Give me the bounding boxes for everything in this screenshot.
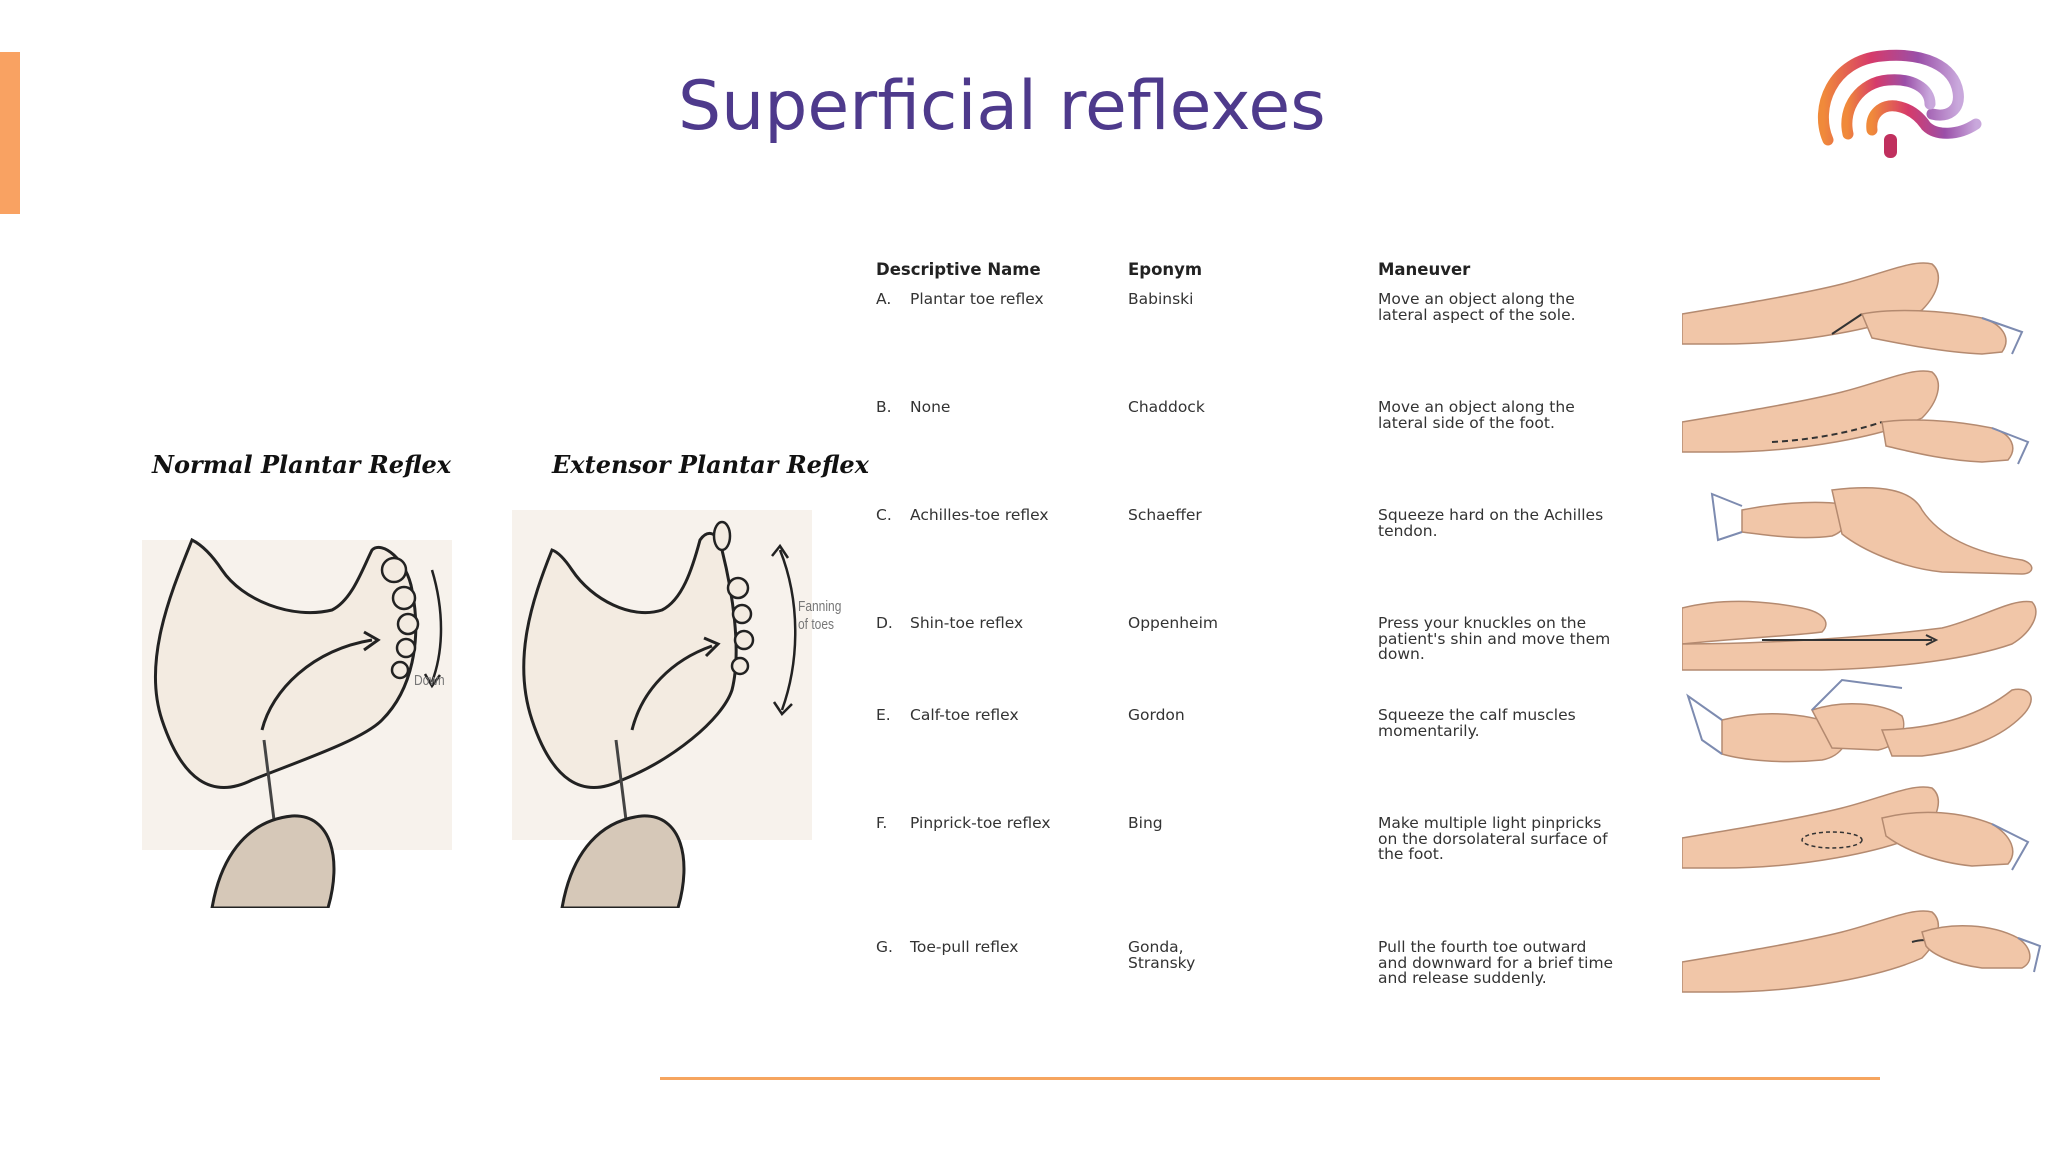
row-maneuver: Make multiple light pinpricks on the dor… <box>1378 814 1608 863</box>
table-row: A. Plantar toe reflex Babinski Move an o… <box>862 262 2042 392</box>
row-letter: G. <box>876 938 893 956</box>
row-eponym: Gonda, Stransky <box>1128 938 1196 972</box>
row-eponym: Oppenheim <box>1128 614 1219 632</box>
gordon-maneuver-illustration <box>1686 678 2032 763</box>
superficial-reflex-table: Descriptive Name Eponym Maneuver A. Plan… <box>862 248 2042 1038</box>
babinski-maneuver-illustration <box>1682 262 2024 355</box>
row-maneuver: Squeeze the calf muscles momentarily. <box>1378 706 1576 740</box>
plantar-reflex-figure: Normal Plantar Reflex Extensor Plantar R… <box>132 420 869 908</box>
row-letter: F. <box>876 814 888 832</box>
row-descriptive-name: Pinprick-toe reflex <box>910 814 1051 832</box>
extensor-plantar-reflex-title: Extensor Plantar Reflex <box>552 450 869 479</box>
header-eponym: Eponym <box>1128 260 1203 279</box>
brand-logo <box>1808 48 1984 164</box>
slide-title: Superficial reflexes <box>678 67 1326 146</box>
row-letter: D. <box>876 614 893 632</box>
row-letter: A. <box>876 290 892 308</box>
table-row: G. Toe-pull reflex Gonda, Stransky Pull … <box>862 910 2042 1040</box>
header-maneuver: Maneuver <box>1378 260 1471 279</box>
row-eponym: Chaddock <box>1128 398 1205 416</box>
row-maneuver: Press your knuckles on the patient's shi… <box>1378 614 1611 663</box>
bottom-divider <box>660 1077 1880 1080</box>
row-descriptive-name: Calf-toe reflex <box>910 706 1019 724</box>
row-eponym: Babinski <box>1128 290 1194 308</box>
down-label: Down <box>414 672 445 689</box>
gonda-stransky-maneuver-illustration <box>1682 910 2042 993</box>
row-descriptive-name: Plantar toe reflex <box>910 290 1044 308</box>
table-row: F. Pinprick-toe reflex Bing Make multipl… <box>862 786 2042 916</box>
table-row: B. None Chaddock Move an object along th… <box>862 370 2042 500</box>
table-row: D. Shin-toe reflex Oppenheim Press your … <box>862 600 2042 716</box>
row-eponym: Bing <box>1128 814 1163 832</box>
header-descriptive-name: Descriptive Name <box>876 260 1041 279</box>
row-eponym: Schaeffer <box>1128 506 1202 524</box>
row-descriptive-name: None <box>910 398 951 416</box>
row-maneuver: Pull the fourth toe outward and downward… <box>1378 938 1614 987</box>
table-row: E. Calf-toe reflex Gordon Squeeze the ca… <box>862 678 2042 808</box>
row-letter: C. <box>876 506 892 524</box>
plantar-reflex-drawing <box>142 510 812 908</box>
accent-bar <box>0 52 20 214</box>
row-descriptive-name: Toe-pull reflex <box>910 938 1019 956</box>
row-maneuver: Move an object along the lateral aspect … <box>1378 290 1576 324</box>
fanning-label: Fanning of toes <box>798 598 842 633</box>
normal-plantar-reflex-title: Normal Plantar Reflex <box>152 450 452 479</box>
row-letter: B. <box>876 398 892 416</box>
row-eponym: Gordon <box>1128 706 1185 724</box>
schaeffer-maneuver-illustration <box>1710 487 2033 575</box>
row-maneuver: Move an object along the lateral side of… <box>1378 398 1575 432</box>
row-descriptive-name: Achilles-toe reflex <box>910 506 1049 524</box>
table-row: C. Achilles-toe reflex Schaeffer Squeeze… <box>862 487 2042 608</box>
row-descriptive-name: Shin-toe reflex <box>910 614 1024 632</box>
row-letter: E. <box>876 706 891 724</box>
oppenheim-maneuver-illustration <box>1682 600 2037 671</box>
row-maneuver: Squeeze hard on the Achilles tendon. <box>1378 506 1604 540</box>
chaddock-maneuver-illustration <box>1682 370 2030 465</box>
bing-maneuver-illustration <box>1682 786 2030 871</box>
